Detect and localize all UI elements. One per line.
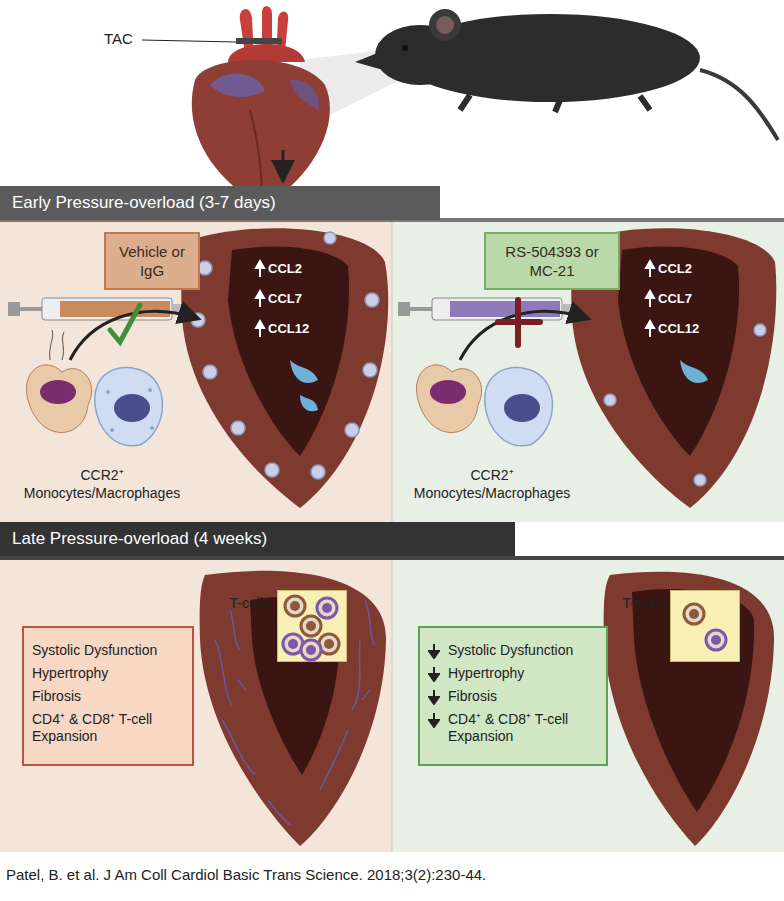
chemokine-label: CCL12: [268, 321, 309, 336]
cell-label: CCR2⁺ Monocytes/Macrophages: [394, 466, 590, 502]
t-cell-label: T-cells: [623, 595, 663, 611]
node-label: Late Pressure-overload (4 weeks): [12, 522, 503, 556]
decrease-arrow: [428, 666, 440, 682]
t-cell-box: T-cells: [277, 590, 347, 662]
t-cell-icons: [277, 590, 347, 662]
heart-section: [181, 228, 388, 508]
node-label: RS-504393 or MC-21: [492, 242, 612, 280]
ccl-arrows: [646, 261, 654, 337]
chemokine-label: CCL7: [658, 291, 692, 306]
outcome-item: CD4⁺ & CD8⁺ T-cell Expansion: [428, 711, 598, 745]
chemokine-label: CCL7: [268, 291, 302, 306]
outcome-item: Hypertrophy: [32, 665, 184, 682]
decrease-arrow: [428, 643, 440, 659]
outcome-box: Systolic DysfunctionHypertrophyFibrosisC…: [22, 626, 194, 766]
outcome-box: Systolic DysfunctionHypertrophyFibrosisC…: [418, 626, 608, 766]
node-label: Early Pressure-overload (3-7 days): [12, 186, 428, 220]
caption: Patel, B. et al. J Am Coll Cardiol Basic…: [6, 866, 778, 883]
heart-section: [200, 571, 386, 846]
chemokine-label: CCL2: [268, 261, 302, 276]
outcome-item: CD4⁺ & CD8⁺ T-cell Expansion: [32, 711, 184, 745]
chemokine-label: CCL12: [658, 321, 699, 336]
outcome-item: Fibrosis: [428, 688, 598, 705]
t-cell-label: T-cells: [230, 595, 270, 611]
section-band: Late Pressure-overload (4 weeks): [0, 522, 515, 556]
mouse: [355, 9, 778, 140]
decrease-arrow: [428, 689, 440, 705]
immune-cells: [416, 365, 552, 446]
t-cell-icons: [670, 590, 740, 662]
immune-cells: [26, 330, 162, 446]
outcome-item: Systolic Dysfunction: [32, 642, 184, 659]
outcome-item: Fibrosis: [32, 688, 184, 705]
heart: [192, 6, 330, 205]
callout-label: TAC: [104, 30, 133, 47]
treatment-box: RS-504393 or MC-21: [484, 232, 620, 290]
outcome-item: Systolic Dysfunction: [428, 642, 598, 659]
cell-label: CCR2⁺ Monocytes/Macrophages: [4, 466, 200, 502]
chemokine-label: CCL2: [658, 261, 692, 276]
outcome-item: Hypertrophy: [428, 665, 598, 682]
heart-section: [604, 572, 774, 846]
section-band: Early Pressure-overload (3-7 days): [0, 186, 440, 220]
node-label: Vehicle or IgG: [112, 242, 192, 280]
t-cell-box: T-cells: [670, 590, 740, 662]
ccl-arrows: [256, 261, 264, 337]
treatment-box: Vehicle or IgG: [104, 232, 200, 290]
decrease-arrow: [428, 712, 440, 728]
